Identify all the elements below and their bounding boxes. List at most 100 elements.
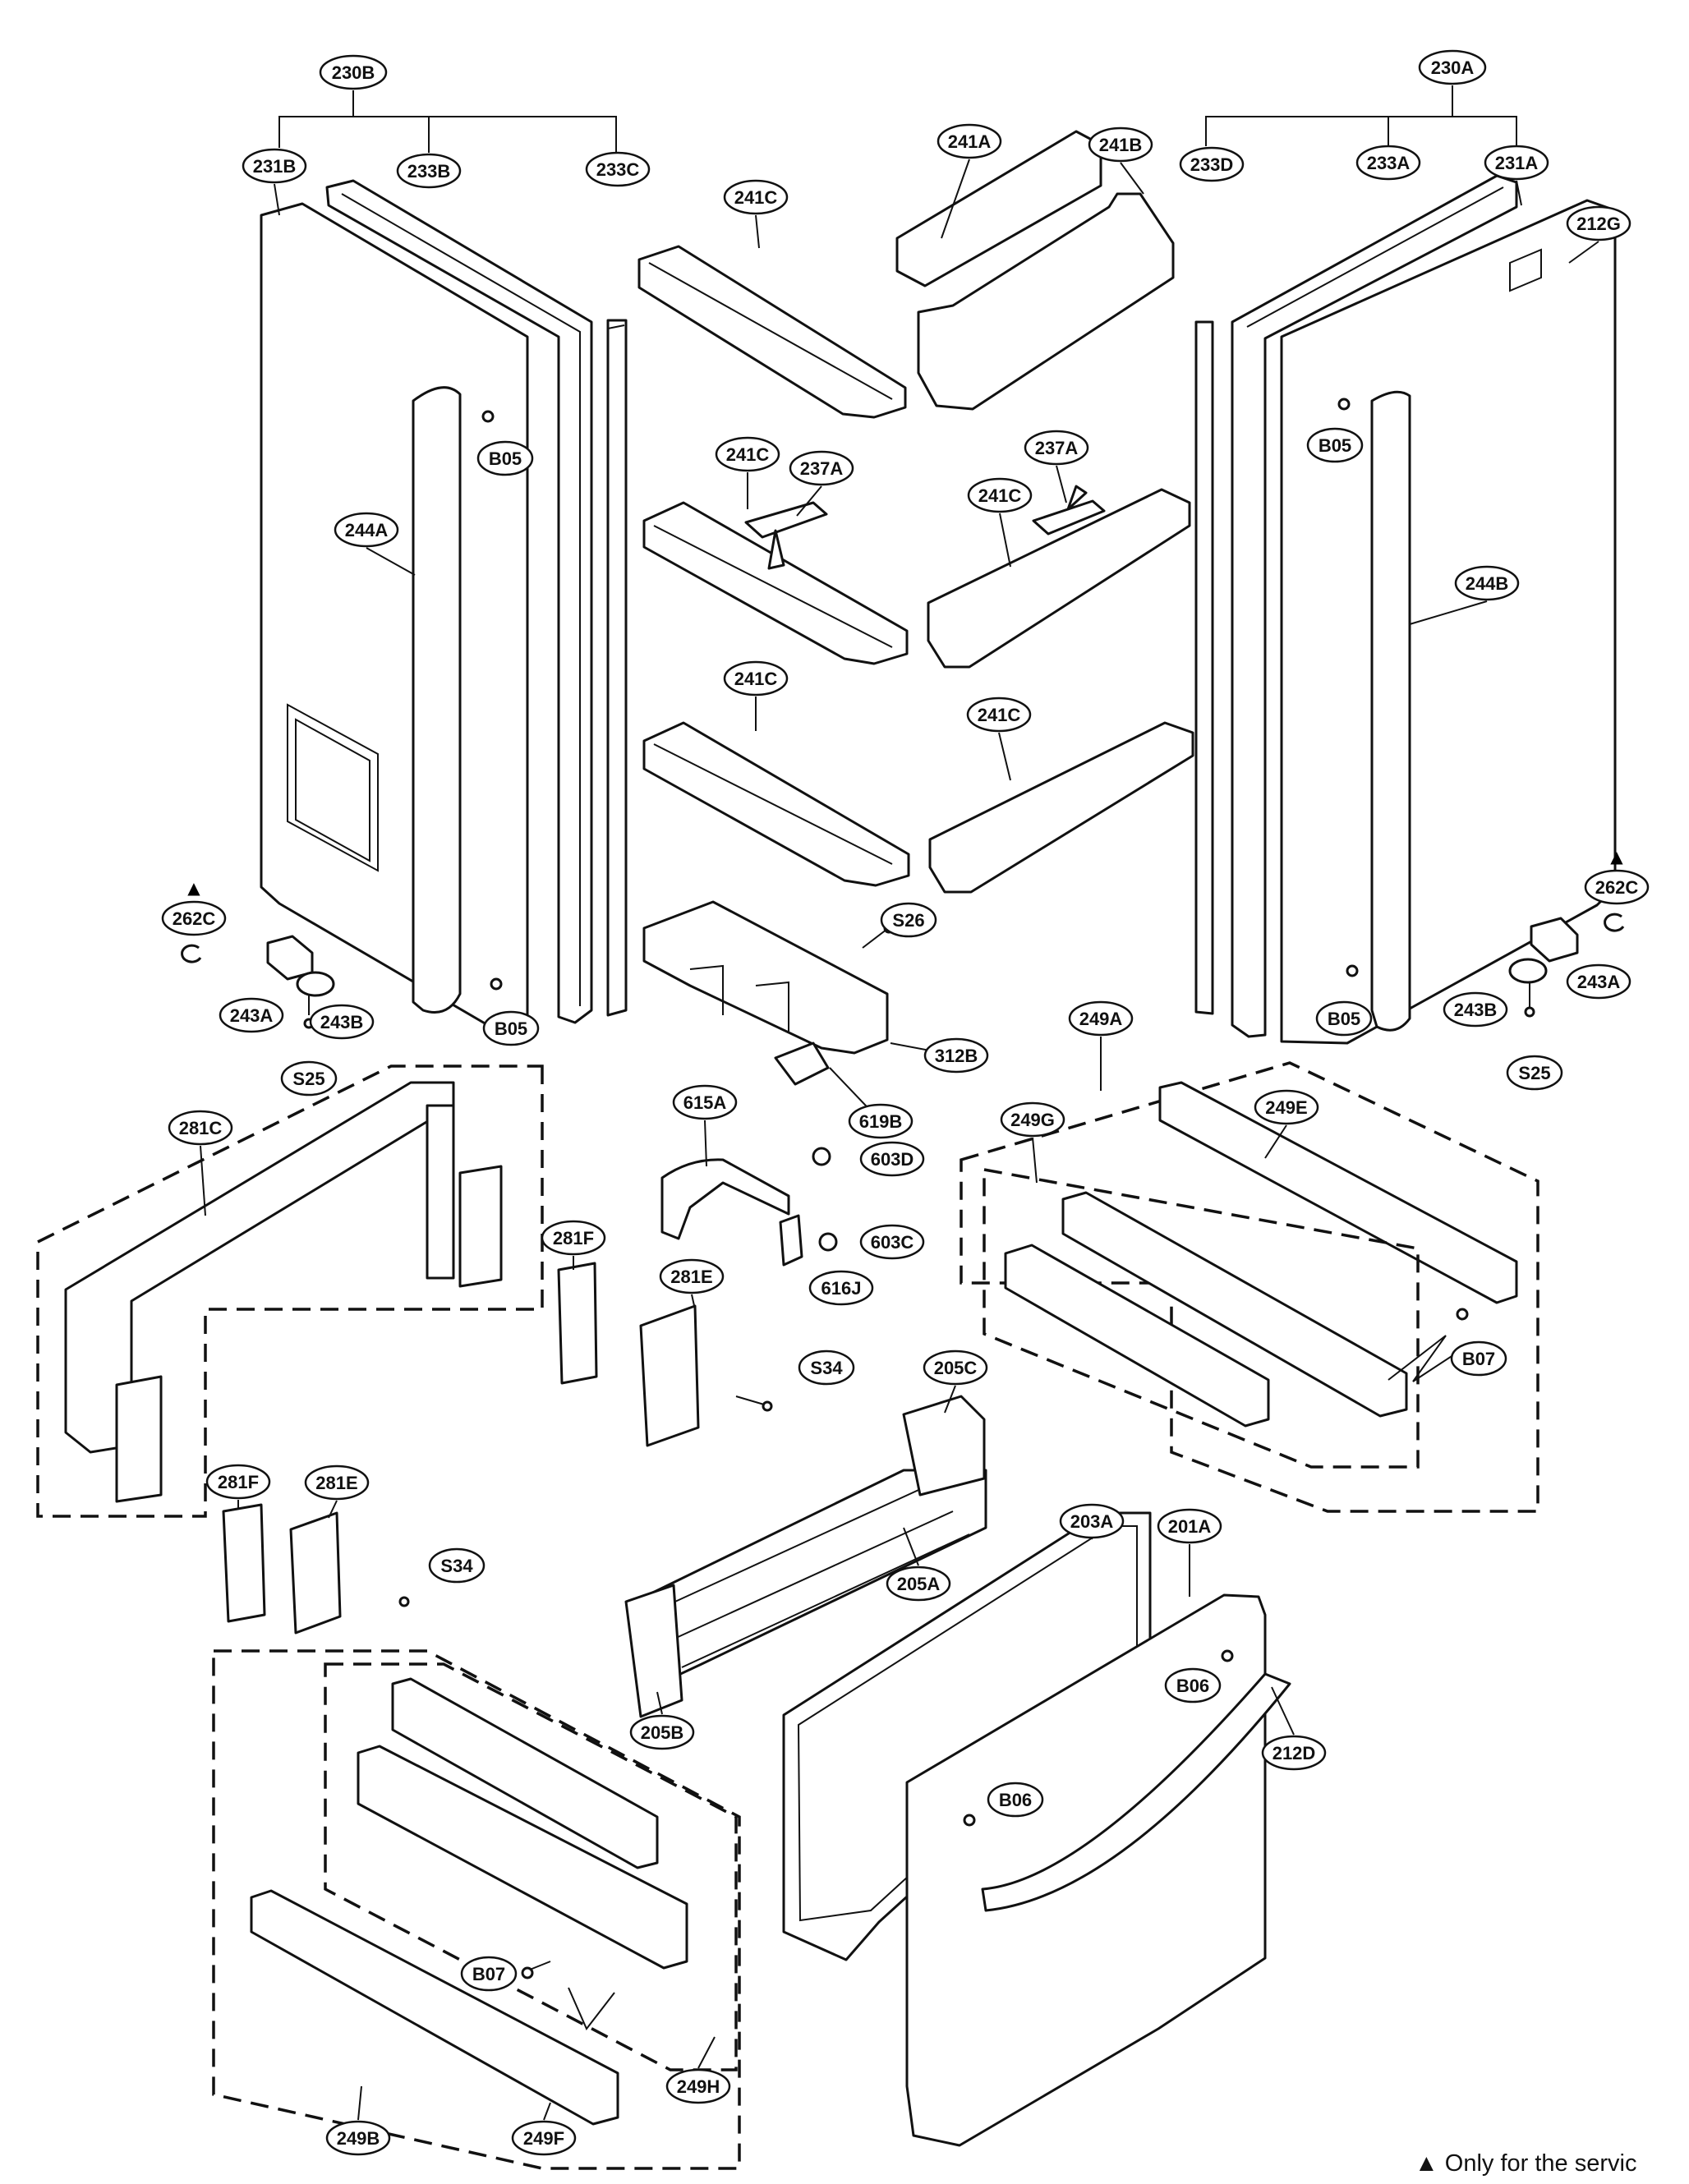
part-label-262c: 262C (161, 900, 227, 936)
part-number: 249H (677, 2076, 720, 2097)
part-number: 243B (320, 1012, 364, 1032)
part-number: 205A (897, 1574, 941, 1594)
part-number: 249G (1010, 1110, 1055, 1130)
part-number: 241A (948, 131, 992, 152)
part-number: 231B (253, 156, 297, 177)
part-label-s34: S34 (428, 1547, 486, 1584)
part-number: B05 (489, 448, 522, 469)
cover-281-upper (557, 1262, 773, 1447)
part-number: 205B (641, 1722, 684, 1743)
part-label-241c: 241C (723, 660, 789, 697)
right-door-assembly (1194, 85, 1617, 1045)
door-bins (637, 130, 1194, 894)
part-label-b05: B05 (1306, 427, 1364, 463)
part-number: 281F (553, 1228, 594, 1248)
lower-rail-assembly (212, 1649, 741, 2170)
part-number: 241C (726, 444, 770, 465)
part-number: 243A (230, 1005, 274, 1026)
part-label-241c: 241C (715, 436, 780, 472)
part-label-243a: 243A (219, 997, 284, 1033)
part-label-212d: 212D (1261, 1735, 1327, 1771)
part-number: B07 (472, 1964, 505, 1984)
part-label-b05: B05 (482, 1010, 540, 1046)
part-label-212g: 212G (1566, 205, 1631, 241)
part-number: 244B (1466, 573, 1509, 594)
part-label-237a: 237A (789, 450, 854, 486)
part-label-b06: B06 (1164, 1667, 1222, 1704)
part-number: 243B (1454, 1000, 1498, 1020)
part-label-237a: 237A (1024, 430, 1089, 466)
part-label-619b: 619B (848, 1103, 914, 1139)
part-label-249f: 249F (511, 2120, 577, 2156)
part-number: 233C (596, 159, 640, 180)
part-number: B06 (1176, 1676, 1209, 1696)
part-number: 230A (1431, 57, 1475, 78)
part-label-b07: B07 (460, 1956, 518, 1992)
part-number: B06 (999, 1790, 1032, 1810)
part-number: 241C (734, 669, 778, 689)
part-label-205c: 205C (923, 1349, 988, 1386)
part-label-312b: 312B (923, 1037, 989, 1074)
rail-assembly-249a (960, 1061, 1539, 1513)
part-label-230b: 230B (319, 54, 388, 90)
part-label-249h: 249H (665, 2068, 731, 2104)
service-markers: ▲▲ (181, 847, 1625, 963)
part-label-s25: S25 (280, 1060, 338, 1097)
part-label-241c: 241C (967, 477, 1033, 513)
part-label-205b: 205B (629, 1714, 695, 1750)
part-number: B07 (1462, 1349, 1495, 1369)
part-number: S34 (810, 1358, 843, 1378)
part-label-241a: 241A (937, 123, 1002, 159)
part-number: S25 (292, 1069, 324, 1089)
part-label-243a: 243A (1566, 963, 1631, 1000)
part-label-241b: 241B (1088, 126, 1153, 163)
part-number: 312B (935, 1046, 978, 1066)
part-number: 237A (1035, 438, 1079, 458)
part-label-233b: 233B (396, 153, 462, 189)
part-number: 281F (218, 1472, 259, 1492)
part-label-281e: 281E (659, 1258, 725, 1294)
part-label-b06: B06 (987, 1782, 1044, 1818)
part-number: 201A (1168, 1516, 1212, 1537)
part-label-244b: 244B (1454, 565, 1520, 601)
part-label-s34: S34 (798, 1349, 855, 1386)
cover-281-lower (222, 1503, 410, 1635)
part-number: B05 (1328, 1009, 1360, 1029)
part-number: 233B (407, 161, 451, 182)
part-number: 603C (871, 1232, 914, 1253)
part-label-230a: 230A (1418, 49, 1487, 85)
part-label-603c: 603C (859, 1224, 925, 1260)
part-number: 244A (345, 520, 389, 540)
dispenser-parts (642, 900, 895, 1267)
part-label-s26: S26 (880, 902, 937, 938)
part-number: 262C (173, 908, 216, 929)
retaining-ring-icon (181, 944, 202, 963)
left-door-assembly (260, 90, 628, 1043)
part-number: 281E (315, 1473, 357, 1493)
part-number: 231A (1495, 153, 1539, 173)
part-number: 237A (800, 458, 844, 479)
service-triangle-icon: ▲ (1610, 847, 1623, 867)
part-number: 249B (337, 2128, 380, 2149)
part-label-243b: 243B (1443, 991, 1508, 1028)
freezer-drawer (782, 1511, 1291, 2147)
part-label-205a: 205A (886, 1566, 951, 1602)
part-label-201a: 201A (1157, 1508, 1222, 1544)
part-number: 241C (978, 485, 1022, 506)
part-number: 603D (871, 1149, 914, 1170)
part-number: 212G (1576, 214, 1621, 234)
part-label-281f: 281F (205, 1464, 271, 1500)
retaining-ring-icon (1604, 913, 1625, 932)
part-number: 249A (1079, 1009, 1123, 1029)
part-number: 205C (934, 1358, 978, 1378)
part-number: 241C (734, 187, 778, 208)
part-number: 615A (683, 1092, 727, 1113)
part-number: 243A (1577, 972, 1621, 992)
part-label-s25: S25 (1506, 1055, 1563, 1091)
service-triangle-icon: ▲ (187, 878, 200, 898)
part-number: 281C (179, 1118, 223, 1138)
frame-281c (36, 1064, 544, 1518)
part-number: S26 (892, 910, 924, 931)
